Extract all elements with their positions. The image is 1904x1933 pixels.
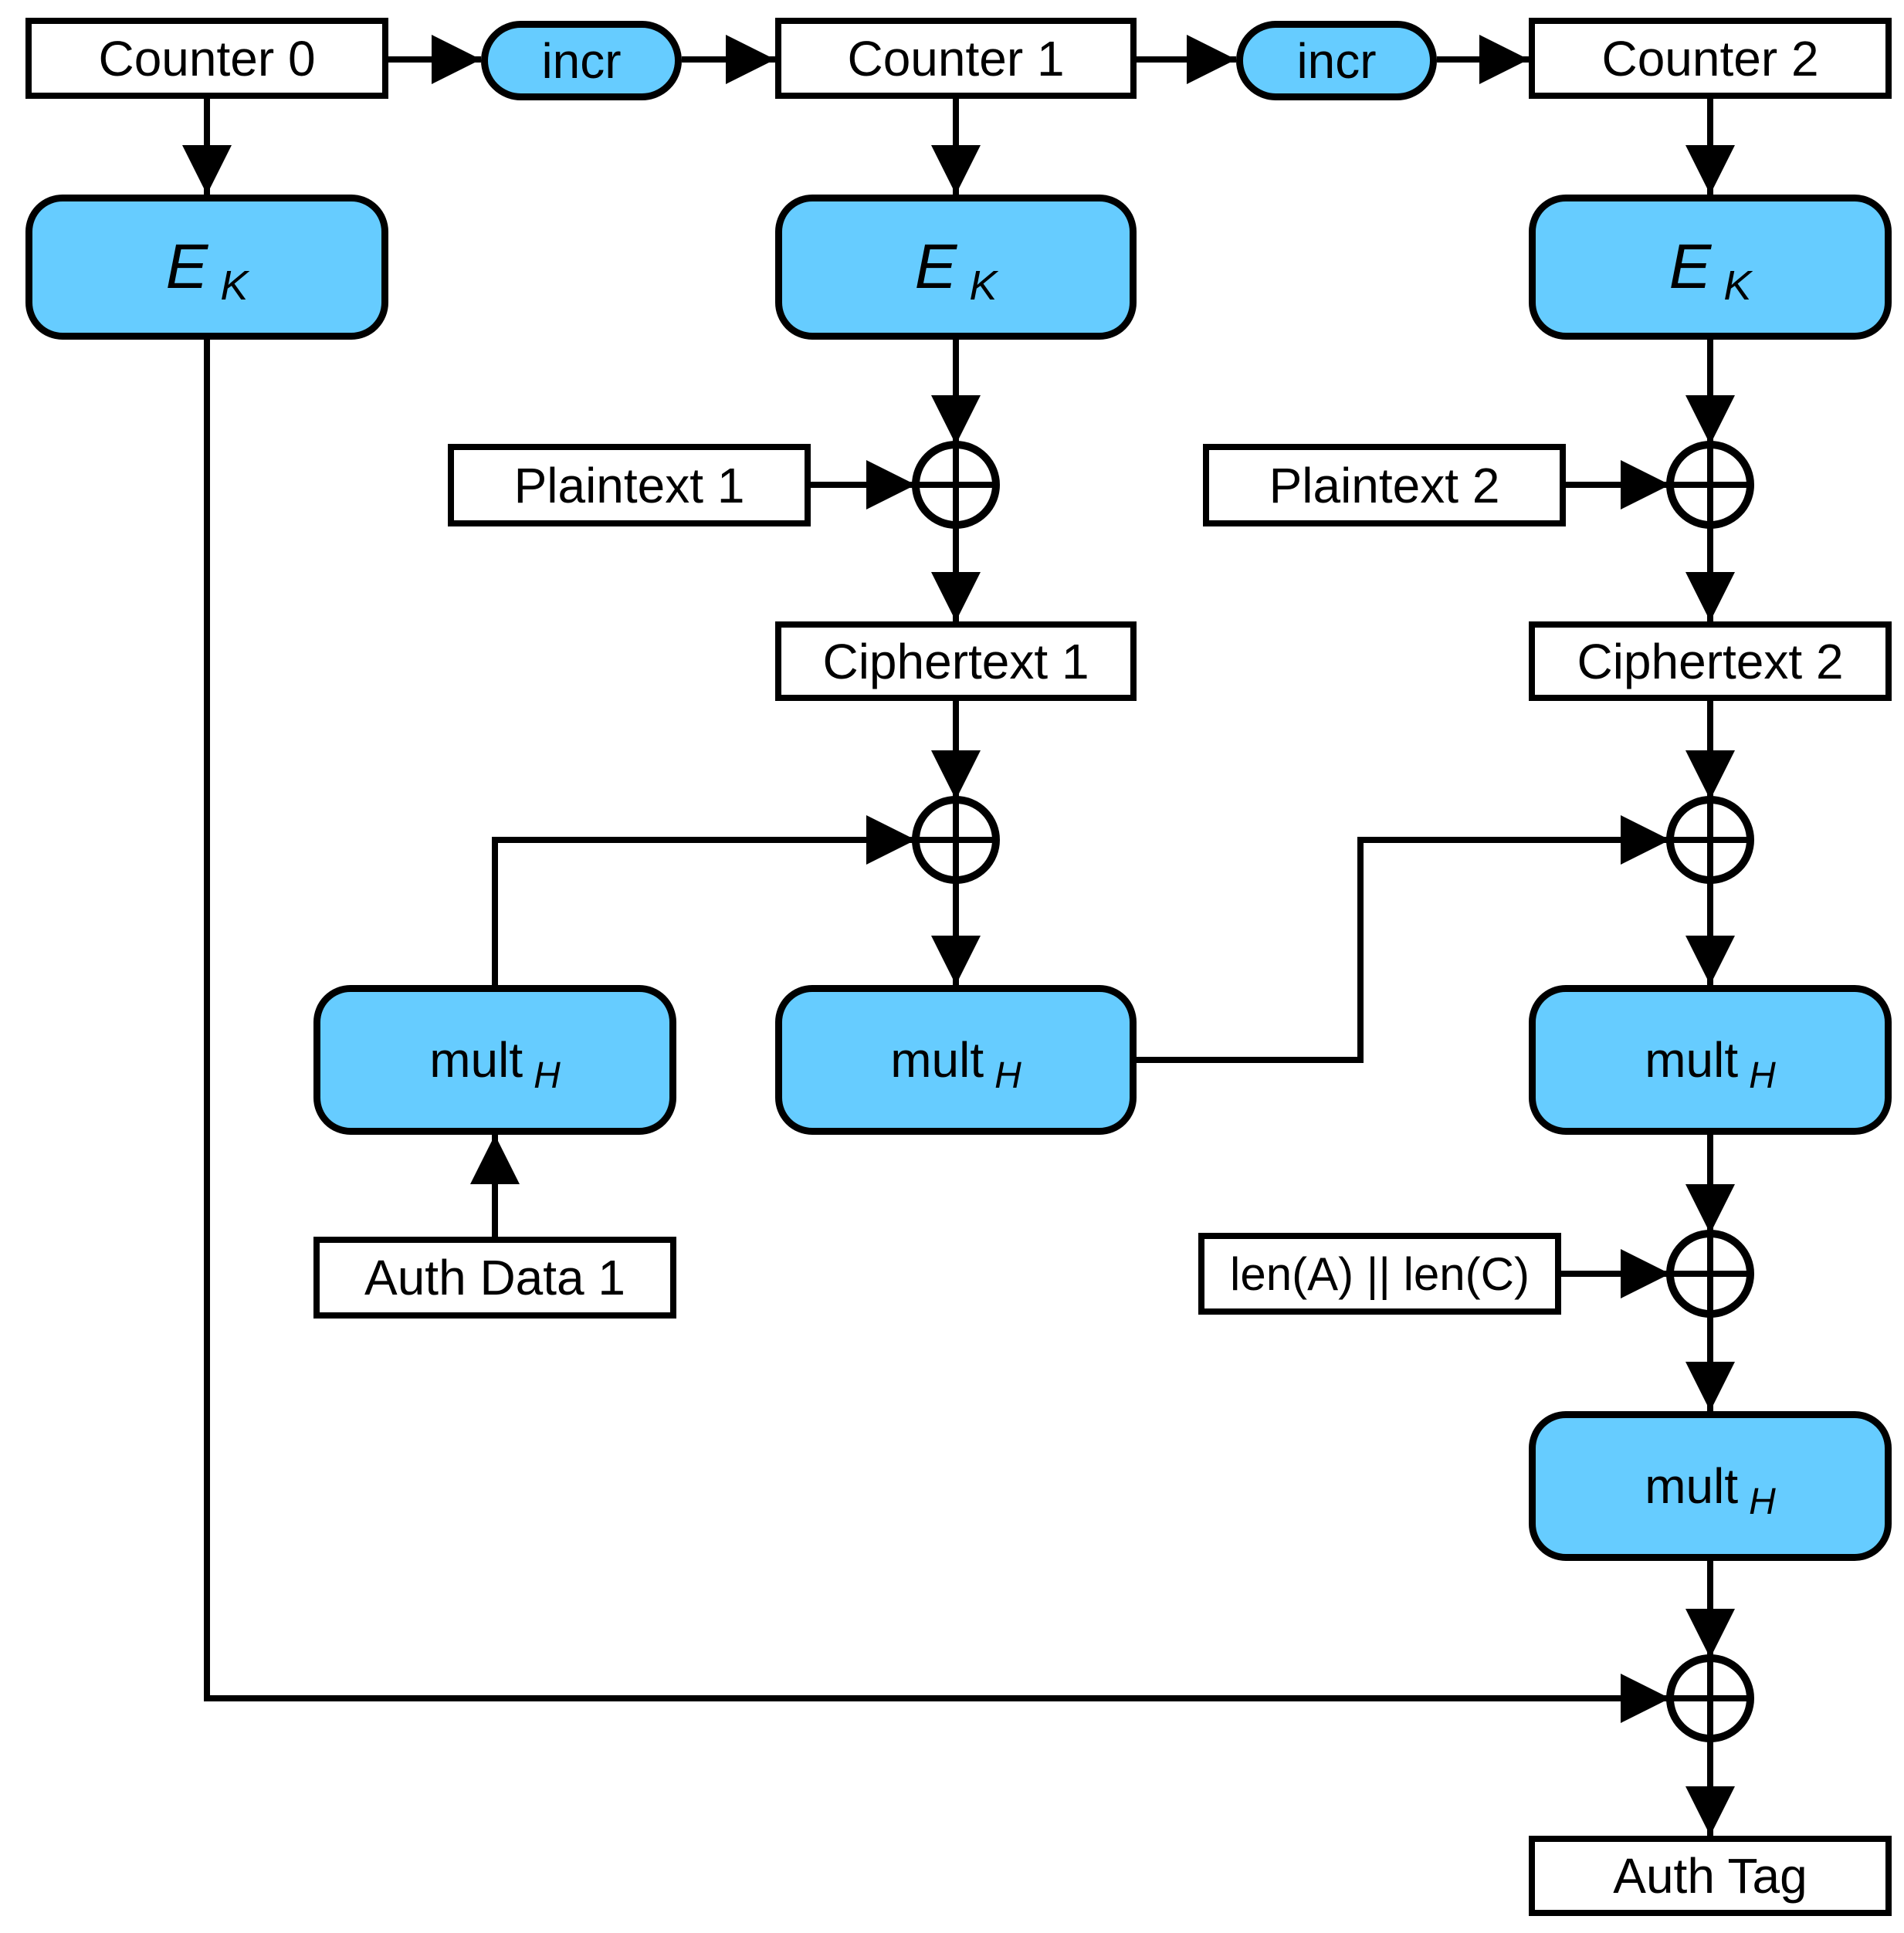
- mult1-node: mult H: [313, 985, 676, 1135]
- ek3-label: E: [1669, 232, 1712, 302]
- ciphertext2-box: Ciphertext 2: [1529, 621, 1892, 701]
- authtag-box: Auth Tag: [1529, 1836, 1892, 1916]
- ciphertext1-box: Ciphertext 1: [775, 621, 1137, 701]
- len-label: len(A) || len(C): [1230, 1247, 1530, 1300]
- mult1-subscript: H: [534, 1055, 561, 1096]
- counter2-label: Counter 2: [1601, 30, 1819, 86]
- mult3-subscript: H: [1749, 1055, 1776, 1096]
- arrow-mult2-to-xor2b: [1135, 815, 1670, 1063]
- ek1-subscript: K: [220, 262, 249, 309]
- counter0-box: Counter 0: [25, 18, 388, 99]
- plaintext1-box: Plaintext 1: [448, 444, 811, 526]
- incr1-label: incr: [541, 32, 622, 89]
- ek2-subscript: K: [969, 262, 998, 309]
- len-box: len(A) || len(C): [1198, 1233, 1561, 1315]
- mult2-label: mult: [890, 1032, 984, 1088]
- incr1-node: incr: [481, 21, 682, 100]
- xor-node-len: [1666, 1230, 1754, 1318]
- xor-node-final: [1666, 1654, 1754, 1742]
- mult3-label: mult: [1645, 1032, 1739, 1088]
- counter2-box: Counter 2: [1529, 18, 1892, 99]
- counter1-box: Counter 1: [775, 18, 1137, 99]
- ek1-label: E: [165, 232, 208, 302]
- arrow-mult1-to-xor2a: [492, 815, 916, 985]
- authtag-label: Auth Tag: [1613, 1848, 1807, 1904]
- ek3-subscript: K: [1723, 262, 1752, 309]
- xor-node-plaintext1: [912, 441, 1000, 529]
- ciphertext2-label: Ciphertext 2: [1577, 633, 1844, 689]
- xor-node-tagchain-1: [912, 796, 1000, 884]
- mult4-subscript: H: [1749, 1481, 1776, 1522]
- ek2-label: E: [914, 232, 957, 302]
- incr2-node: incr: [1236, 21, 1437, 100]
- plaintext1-label: Plaintext 1: [513, 457, 745, 513]
- plaintext2-label: Plaintext 2: [1269, 457, 1500, 513]
- plaintext2-box: Plaintext 2: [1203, 444, 1566, 526]
- mult1-label: mult: [429, 1032, 523, 1088]
- authdata1-box: Auth Data 1: [313, 1237, 676, 1319]
- xor-node-plaintext2: [1666, 441, 1754, 529]
- incr2-label: incr: [1296, 32, 1377, 89]
- ciphertext1-label: Ciphertext 1: [822, 633, 1089, 689]
- arrow-ek1-to-xor4: [204, 340, 1670, 1723]
- authdata1-label: Auth Data 1: [364, 1250, 625, 1305]
- mult2-subscript: H: [994, 1055, 1021, 1096]
- xor-node-tagchain-2: [1666, 796, 1754, 884]
- counter1-label: Counter 1: [847, 30, 1065, 86]
- mult4-label: mult: [1645, 1458, 1739, 1514]
- counter0-label: Counter 0: [98, 30, 316, 86]
